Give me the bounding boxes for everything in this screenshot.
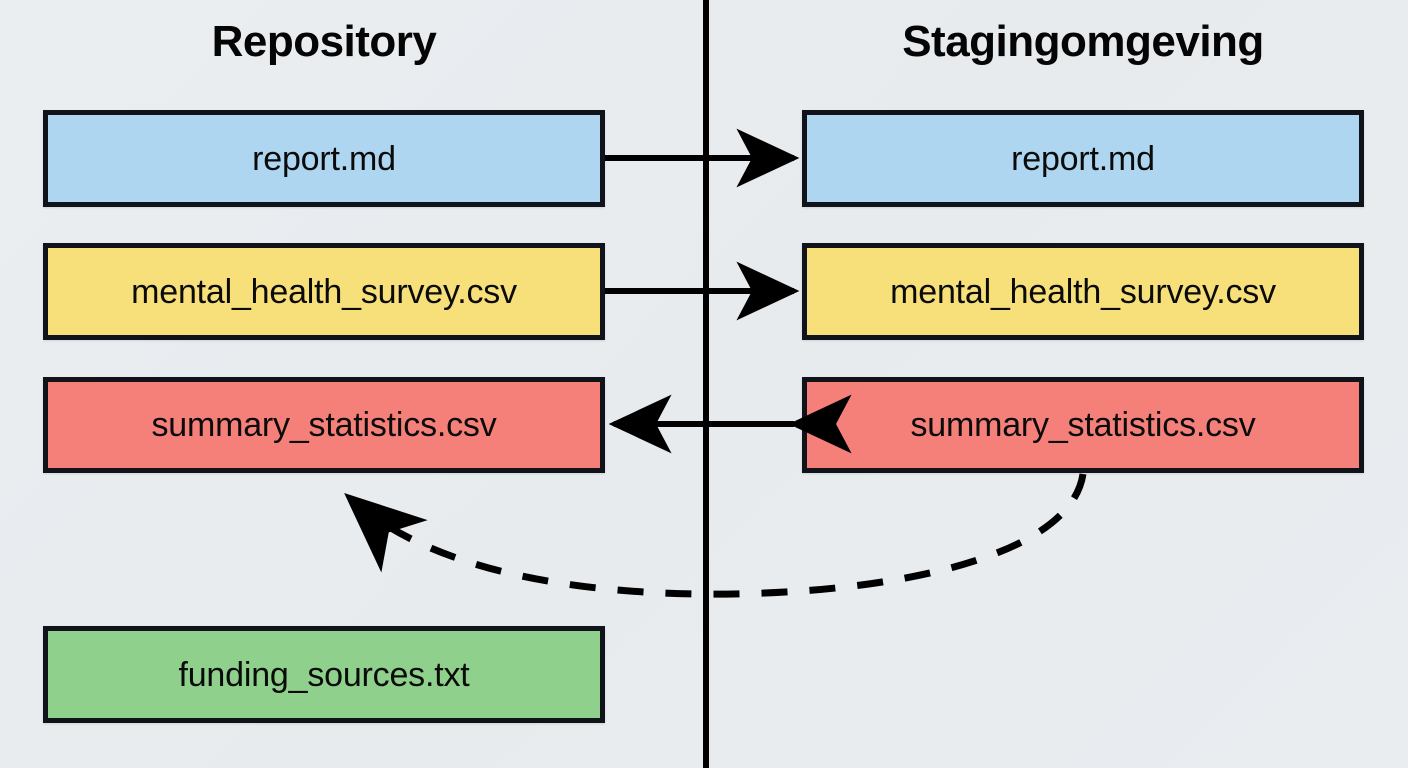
file-node-label: mental_health_survey.csv — [131, 272, 517, 311]
column-title-staging: Stagingomgeving — [902, 17, 1264, 66]
file-node-staging-summary-statistics[interactable]: summary_statistics.csv — [802, 377, 1364, 473]
file-node-staging-report-md[interactable]: report.md — [802, 110, 1364, 207]
file-node-label: report.md — [1011, 139, 1155, 178]
file-node-repo-summary-statistics[interactable]: summary_statistics.csv — [43, 377, 605, 473]
file-node-label: report.md — [252, 139, 396, 178]
file-node-label: summary_statistics.csv — [151, 406, 497, 444]
file-node-repo-report-md[interactable]: report.md — [43, 110, 605, 207]
column-title-repository: Repository — [211, 17, 437, 66]
file-node-label: funding_sources.txt — [178, 655, 470, 694]
pane-divider — [703, 0, 709, 768]
edge-summary-statistics-pullback — [344, 473, 1087, 598]
file-node-repo-mental-health-survey[interactable]: mental_health_survey.csv — [43, 243, 605, 340]
file-node-repo-funding-sources[interactable]: funding_sources.txt — [43, 626, 605, 723]
file-node-label: mental_health_survey.csv — [890, 272, 1276, 311]
file-node-staging-mental-health-survey[interactable]: mental_health_survey.csv — [802, 243, 1364, 340]
file-node-label: summary_statistics.csv — [910, 406, 1256, 444]
